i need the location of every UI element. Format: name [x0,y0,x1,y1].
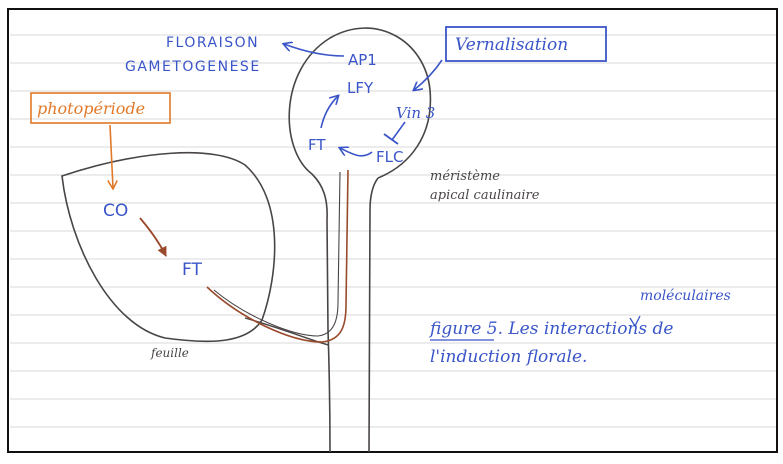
co-to-ft-arrow [140,218,166,256]
vin3-inhibits-flc [392,122,405,140]
ft-meristem-label: FT [308,136,326,154]
vin3-label: Vin 3 [396,104,435,122]
photoperiod-label: photopériode [37,99,145,118]
meristem-label-line2: apical caulinaire [430,188,540,203]
caption-insert: moléculaires [640,288,731,304]
ft-transport-path-inner [214,172,340,336]
co-label: CO [103,201,128,221]
ap1-label: AP1 [348,51,377,69]
photoperiod-to-co-arrow [110,125,113,188]
meristem-label-line1: méristème [430,169,500,184]
leaf-label: feuille [150,346,189,360]
lfy-label: LFY [347,79,374,97]
stem-left-outline [312,174,330,452]
vernalisation-to-vin3-arrow [414,60,442,90]
vernalisation-label: Vernalisation [455,35,568,55]
flc-to-ft-arrow [340,148,372,156]
caption-line2: l'induction florale. [430,347,587,367]
floraison-label: FLORAISON [166,35,259,51]
leaf-outline [62,153,275,342]
ft-leaf-label: FT [182,260,202,280]
gametogenese-label: GAMETOGENESE [125,59,261,75]
ft-to-lfy-arrow [321,96,338,128]
ruled-lines [10,35,776,427]
caption-line1: figure 5. Les interactions de [428,319,673,339]
flc-label: FLC [376,148,403,166]
